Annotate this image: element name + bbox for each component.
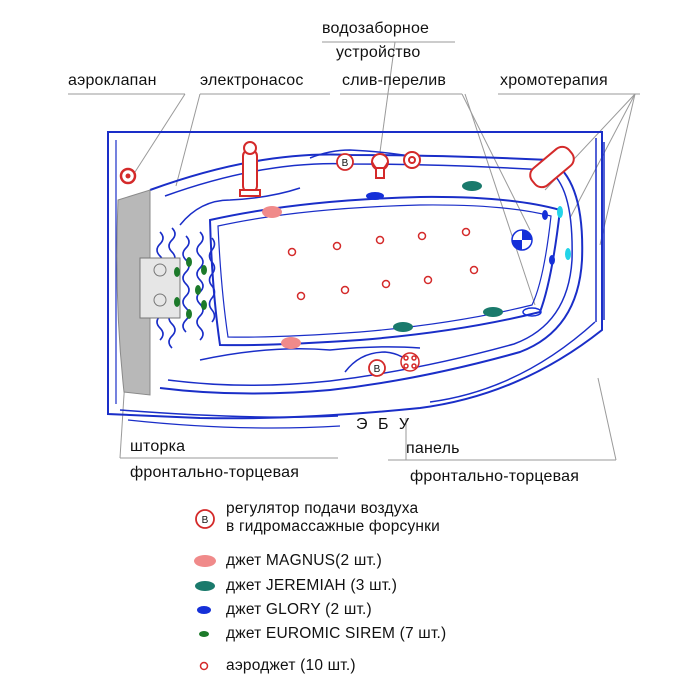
curtain-sub-label: фронтально-торцевая [130,464,300,481]
water-intake-label-line1: водозаборное [322,20,430,37]
legend-euromic-text: джет EUROMIC SIREM (7 шт.) [226,625,447,642]
panel-sub-label: фронтально-торцевая [410,468,580,485]
air-regulator-top-letter: В [342,158,349,169]
air-regulator-bottom: В [368,359,386,377]
legend-b-letter: В [202,515,209,526]
legend-b-circle-icon: В [195,509,215,529]
panel-label: панель [406,440,460,457]
ebu-label: Э Б У [356,416,413,433]
aero-jets [287,227,479,301]
euromic-jets [174,257,207,319]
air-regulator-top: В [336,153,354,171]
legend-glory-text: джет GLORY (2 шт.) [226,601,372,618]
legend-teal-oval-icon [195,581,215,591]
glory-jet [549,255,555,265]
water-intake-fixture [371,153,389,179]
drain-icon [511,229,533,251]
legend-pink-oval-icon [194,555,216,567]
magnus-jet [281,337,301,349]
legend-air-regulator-line2: в гидромассажные форсунки [226,518,441,535]
legend-blue-oval-icon [197,606,211,614]
legend-jeremiah-text: джет JEREMIAH (3 шт.) [226,577,398,594]
curtain-panel [116,189,151,396]
magnus-jet [262,206,282,218]
legend-green-oval-icon [199,631,209,637]
pointer-lines [68,41,640,461]
legend-air-regulator-line1: регулятор подачи воздуха [226,500,419,517]
jeremiah-jet [483,307,503,317]
chromotherapy-headrest [529,145,575,189]
legend-small-red-ring-icon [199,661,209,671]
drain-overflow-label: слив-перелив [342,72,447,89]
aero-valve-icon [119,167,137,185]
air-regulator-bottom-letter: В [374,364,381,375]
overflow-icon [522,307,542,317]
electro-pump-fixture [239,141,261,197]
electro-pump-label: электронасос [200,72,304,89]
curtain-label: шторка [130,438,186,455]
legend-markers: В [194,509,216,671]
chromo-light [557,206,563,218]
ebu-fixture [400,352,420,372]
jeremiah-jet [393,322,413,332]
pump-housing [139,257,181,319]
glory-jet [542,210,548,220]
jeremiah-jet [462,181,482,191]
aero-valve-label: аэроклапан [68,72,157,89]
legend-magnus-text: джет MAGNUS(2 шт.) [226,552,382,569]
legend-aerojet-text: аэроджет (10 шт.) [226,657,356,674]
water-intake-label-line2: устройство [336,44,421,61]
drain-overflow-fixture [403,151,421,169]
chromo-light [565,248,571,260]
glory-jet [366,192,384,200]
chromotherapy-label: хромотерапия [500,72,608,89]
